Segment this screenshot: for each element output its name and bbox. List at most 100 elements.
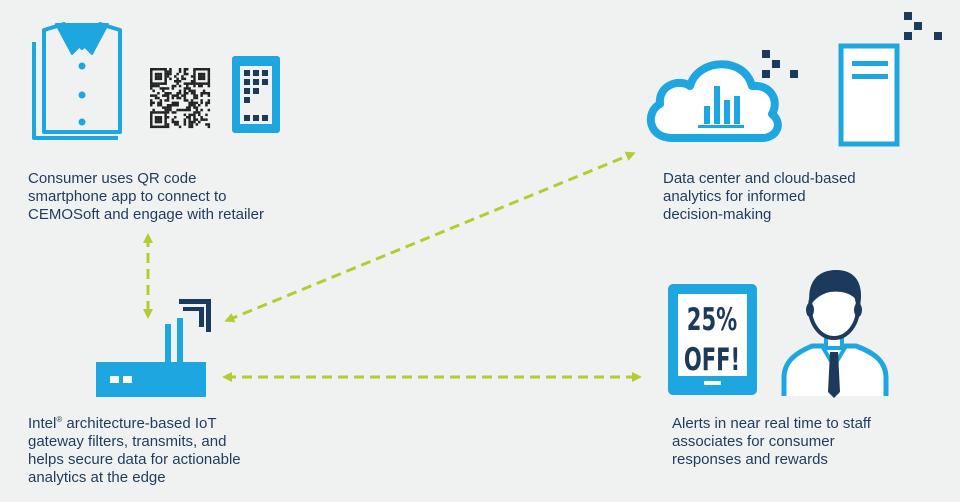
qr-module [188,82,191,85]
qr-module [159,118,163,121]
qr-module [200,68,203,71]
qr-module [198,82,201,85]
qr-module [193,75,196,78]
qr-module [193,101,196,105]
qr-module [171,96,175,100]
qr-module [150,70,153,73]
qr-module [181,94,184,97]
phone-screen-tile [244,115,250,121]
qr-module [166,104,170,107]
qr-module [176,108,179,112]
qr-module [164,99,167,102]
qr-module [176,94,179,97]
qr-module [164,94,167,97]
qr-module [152,82,155,85]
qr-module [150,120,153,124]
qr-module [178,70,182,73]
qr-module [164,80,167,83]
qr-module [207,123,211,126]
qr-module [164,75,167,78]
qr-module [200,84,203,88]
qr-module [164,82,167,85]
qr-module [154,84,158,88]
qr-module [159,72,163,76]
qr-module [195,111,199,114]
qr-module [150,99,153,102]
qr-module [166,75,170,78]
gateway-caption: Intel® architecture-based IoT gateway fi… [28,415,241,487]
qr-module [198,104,201,107]
qr-module [186,92,189,95]
qr-module [157,96,160,100]
qr-module [174,120,177,124]
qr-module [169,77,172,81]
arrow-gateway-datacenter [224,151,636,323]
qr-module [183,108,187,112]
qr-module [157,125,160,129]
qr-module [207,92,211,95]
qr-module [207,70,211,73]
qr-module [198,75,201,78]
qr-module [150,77,153,81]
brand-name: Intel [28,415,57,432]
qr-module [157,111,160,114]
qr-module [176,101,179,105]
alerts-caption: Alerts in near real time to staff associ… [672,415,871,469]
qr-module [166,111,170,114]
qr-module [157,116,160,119]
qr-module [150,125,153,129]
qr-module [169,68,172,71]
qr-module [193,96,196,100]
qr-module [207,101,211,105]
phone-screen-tile [262,115,268,121]
qr-module [154,75,158,78]
qr-module [200,101,203,105]
qr-module [157,104,160,107]
qr-module [190,75,194,78]
qr-module [195,96,199,100]
qr-module [154,68,158,71]
qr-module [183,96,187,100]
qr-module [157,101,160,105]
registered-mark: ® [56,415,63,424]
qr-module [193,82,196,85]
qr-module [152,94,155,97]
qr-module [183,123,187,126]
qr-module [205,123,208,126]
qr-module [176,104,179,107]
qr-module [166,116,170,119]
qr-module [157,118,160,121]
qr-module [169,106,172,109]
qr-module [188,87,191,90]
qr-module [193,120,196,124]
qr-module [154,111,158,114]
qr-module [159,120,163,124]
qr-module [154,82,158,85]
qr-module [157,120,160,124]
qr-module [195,118,199,121]
phone-screen-tile [244,70,250,76]
qr-module [202,68,206,71]
phone-screen-tile [244,97,250,103]
qr-module [188,123,191,126]
qr-module [202,92,206,95]
qr-module [198,84,201,88]
qr-module [152,68,155,71]
server-icon [838,43,900,147]
consumer-caption: Consumer uses QR code smartphone app to … [28,170,264,224]
qr-module [183,89,187,93]
qr-module [200,118,203,121]
qr-module [200,99,203,102]
qr-module [154,72,158,76]
qr-module [171,104,175,107]
qr-module [205,113,208,117]
qr-module [188,106,191,109]
qr-module [166,106,170,109]
qr-module [164,68,167,71]
qr-module [202,77,206,81]
alerts-caption-line: associates for consumer [672,433,835,450]
phone-screen-tile [253,79,259,85]
qr-module [207,84,211,88]
gateway-caption-rest: architecture-based IoT [62,415,217,432]
qr-module [176,80,179,83]
